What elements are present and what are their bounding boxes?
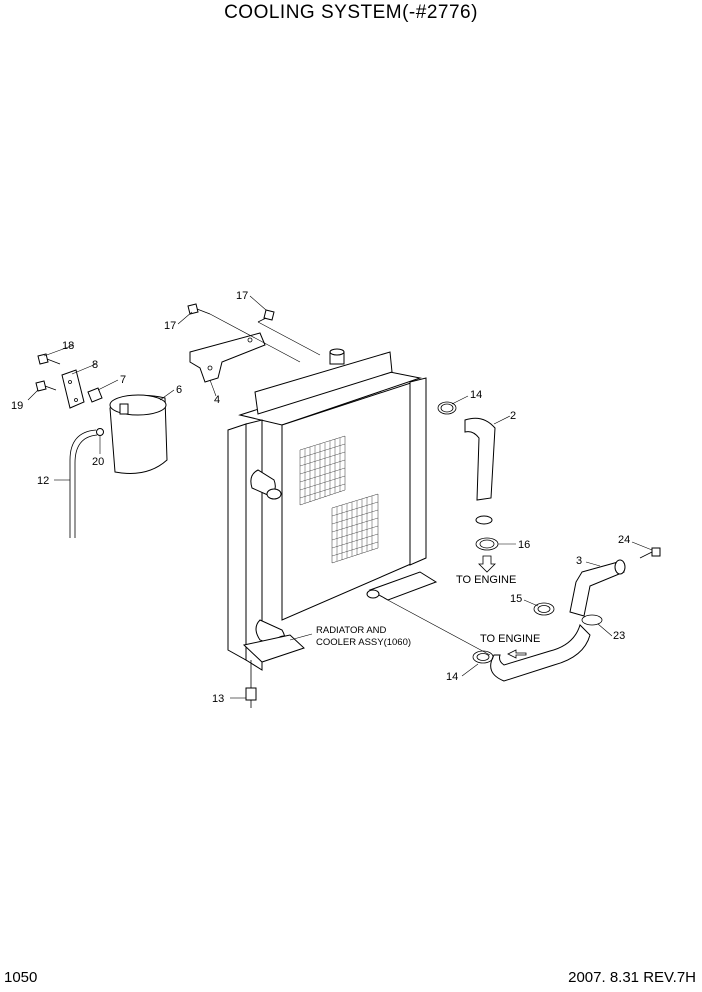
bolt-17-left	[187, 303, 211, 315]
callout-18: 18	[62, 340, 74, 352]
callout-24: 24	[618, 534, 630, 546]
radiator-assembly	[227, 348, 438, 671]
reservoir-tank-6	[109, 394, 168, 474]
callout-19: 19	[11, 400, 23, 412]
bolt-13	[245, 660, 257, 708]
callout-12: 12	[37, 475, 49, 487]
upper-hose-2	[464, 417, 496, 525]
callout-4: 4	[214, 394, 220, 406]
core-mesh-lower	[331, 493, 379, 564]
callout-15: 15	[510, 593, 522, 605]
page-number: 1050	[4, 969, 38, 986]
callout-17: 17	[236, 290, 248, 302]
bolt-24	[639, 547, 661, 559]
hose-clamp-14-lower	[472, 650, 494, 664]
note-to-engine: TO ENGINE	[480, 633, 540, 645]
notes: TO ENGINE TO ENGINE RADIATOR AND COOLER …	[316, 574, 540, 648]
callout-16: 16	[518, 539, 530, 551]
to-engine-arrow-2	[507, 649, 527, 659]
note-radiator-line1: RADIATOR AND	[316, 625, 387, 636]
callout-14: 14	[446, 671, 458, 683]
hose-clamp-16	[475, 537, 499, 551]
callout-23: 23	[613, 630, 625, 642]
note-radiator-line2: COOLER ASSY(1060)	[316, 637, 411, 648]
hose-clamp-15	[533, 602, 555, 616]
callout-2: 2	[510, 410, 516, 422]
callout-7: 7	[120, 374, 126, 386]
page-title: COOLING SYSTEM(-#2776)	[224, 2, 478, 23]
clamp-23	[581, 614, 603, 626]
callout-14: 14	[470, 389, 482, 401]
callout-13: 13	[212, 693, 224, 705]
callout-17: 17	[164, 320, 176, 332]
note-to-engine: TO ENGINE	[456, 574, 516, 586]
leader-lines	[27, 295, 653, 699]
plate-8	[61, 369, 85, 409]
callouts: 17 17 18 8 7 6 19 4 14 2 20 12 16 24 3 1…	[11, 290, 630, 705]
to-engine-arrow-1	[478, 555, 496, 573]
callout-20: 20	[92, 456, 104, 468]
bolt-19	[35, 380, 57, 392]
callout-6: 6	[176, 384, 182, 396]
lower-hose-14-path	[490, 624, 591, 682]
bolt-18	[37, 353, 61, 365]
bracket-4	[189, 332, 266, 383]
core-mesh-upper	[299, 435, 346, 506]
clip-7	[87, 387, 103, 403]
bolt-17-right	[257, 309, 275, 323]
hose-clamp-14-upper	[437, 401, 457, 415]
callout-8: 8	[92, 359, 98, 371]
pipe-3	[569, 559, 626, 617]
callout-3: 3	[576, 555, 582, 567]
hose-12	[69, 429, 98, 538]
revision-date: 2007. 8.31 REV.7H	[568, 969, 696, 986]
fitting-20	[96, 428, 104, 436]
